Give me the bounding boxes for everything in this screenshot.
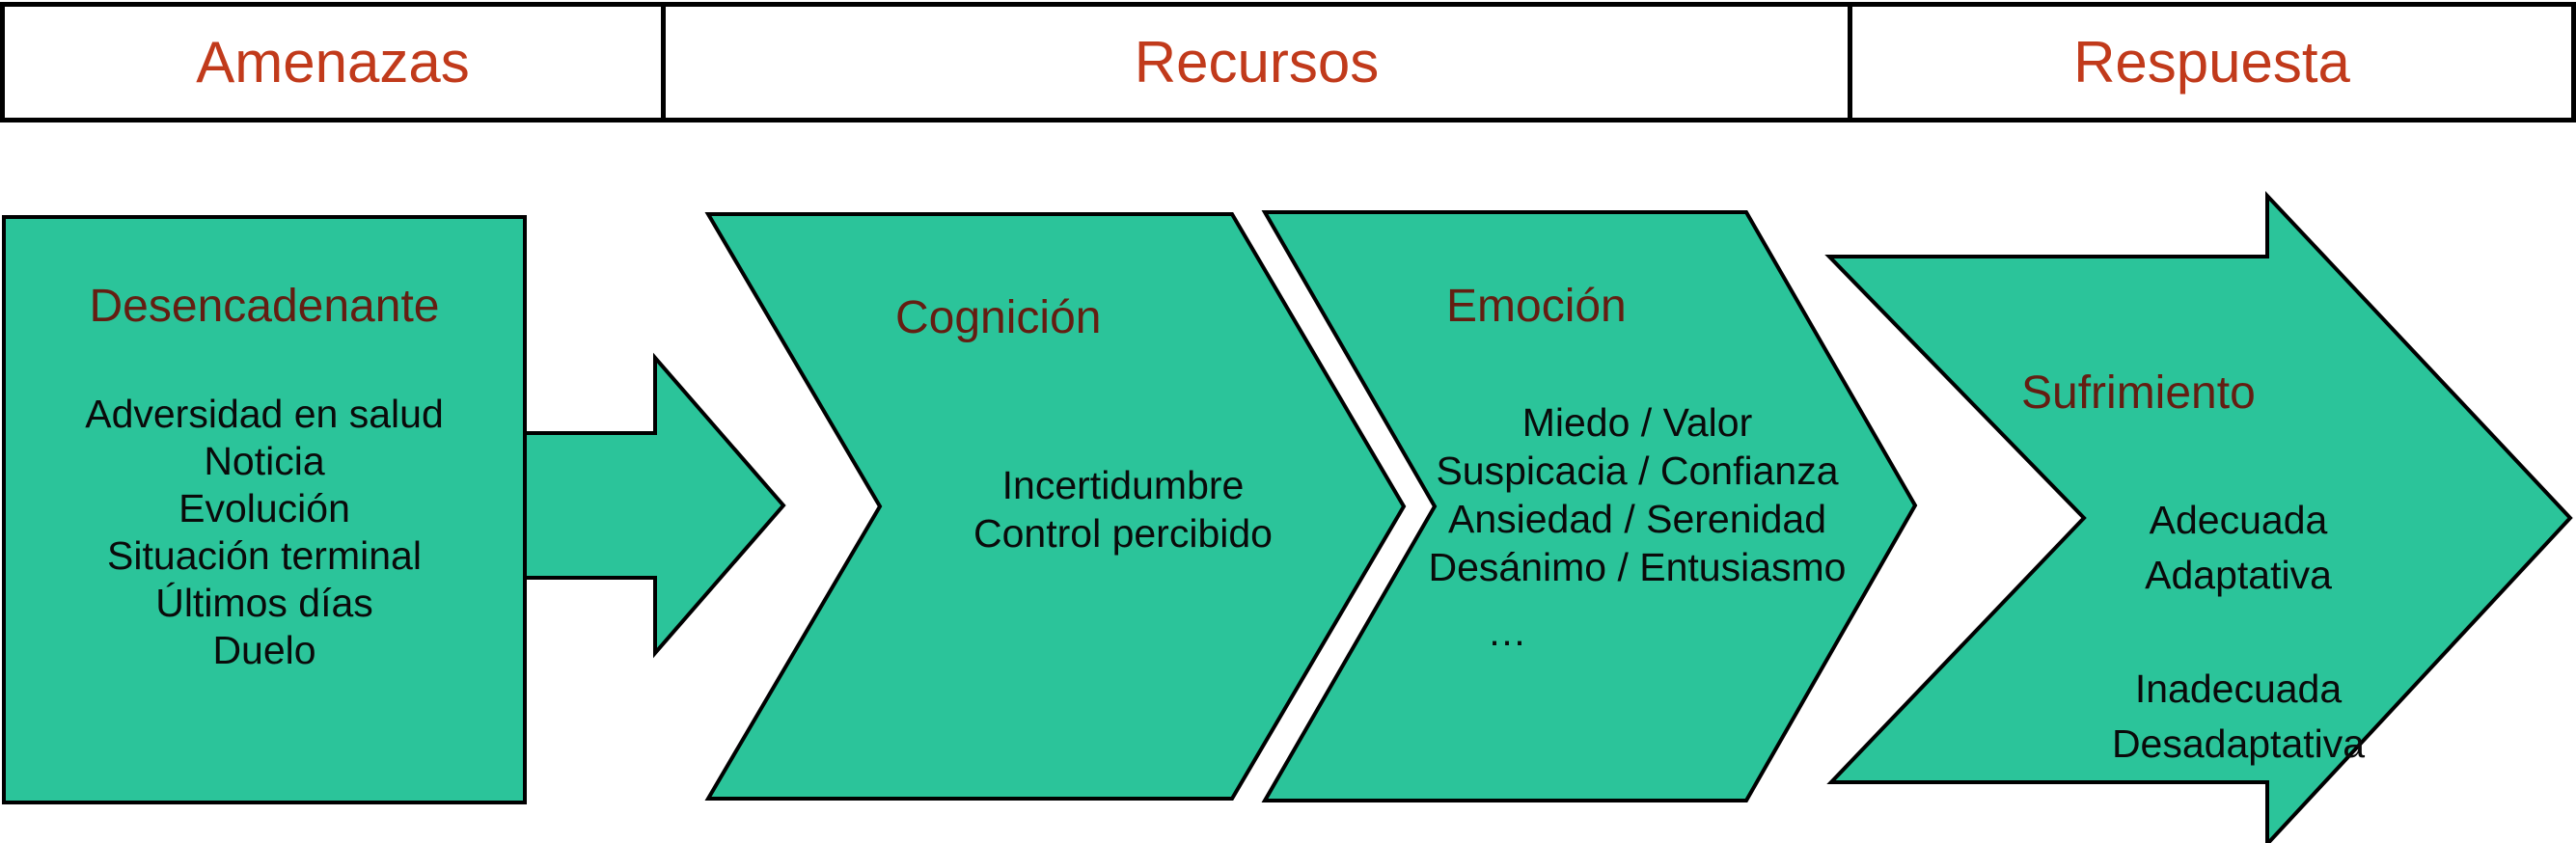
header-label-respuesta: Respuesta xyxy=(2073,30,2350,95)
cognicion-items: Incertidumbre Control percibido xyxy=(834,461,1412,557)
desencadenante-items: Adversidad en salud Noticia Evolución Si… xyxy=(4,391,525,674)
list-item: Duelo xyxy=(212,628,316,672)
list-item: Suspicacia / Confianza xyxy=(1436,449,1839,493)
desencadenante-title: Desencadenante xyxy=(89,281,440,332)
desencadenante-box-shape xyxy=(2,215,527,804)
list-item: Miedo / Valor xyxy=(1521,400,1753,445)
list-item: Desadaptativa xyxy=(2111,721,2366,766)
list-item: Adversidad en salud xyxy=(85,392,444,436)
list-item: Adecuada xyxy=(2149,498,2328,542)
cognicion-title: Cognición xyxy=(895,292,1102,343)
list-item: Últimos días xyxy=(155,581,373,625)
header-cell-respuesta: Respuesta xyxy=(1848,2,2576,122)
list-item: Adaptativa xyxy=(2145,553,2332,597)
sufrimiento-arrow-shape xyxy=(1824,190,2573,843)
list-item: Control percibido xyxy=(973,511,1273,556)
emocion-ellipsis: … xyxy=(1487,610,1527,654)
cognicion-chevron-shape xyxy=(704,212,1407,801)
list-item: Inadecuada xyxy=(2134,666,2343,711)
emocion-items: Miedo / Valor Suspicacia / Confianza Ans… xyxy=(1348,398,1927,591)
emocion-chevron-shape xyxy=(1261,210,1918,802)
list-item: Evolución xyxy=(178,486,350,530)
list-item: Noticia xyxy=(204,439,325,483)
connector-arrow-shape xyxy=(523,352,786,659)
sufrimiento-items-adaptive: Adecuada Adaptativa xyxy=(1968,493,2508,603)
header-cell-amenazas: Amenazas xyxy=(0,2,666,122)
sufrimiento-items-maladaptive: Inadecuada Desadaptativa xyxy=(1968,662,2508,772)
list-item: Situación terminal xyxy=(107,533,422,578)
sufrimiento-title: Sufrimiento xyxy=(2021,367,2256,419)
emocion-title: Emoción xyxy=(1446,281,1627,332)
list-item: Incertidumbre xyxy=(1001,463,1245,507)
list-item: Desánimo / Entusiasmo xyxy=(1428,545,1847,589)
list-item: Ansiedad / Serenidad xyxy=(1447,497,1827,541)
header-cell-recursos: Recursos xyxy=(661,2,1852,122)
header-label-amenazas: Amenazas xyxy=(196,30,470,95)
header-label-recursos: Recursos xyxy=(1134,30,1380,95)
